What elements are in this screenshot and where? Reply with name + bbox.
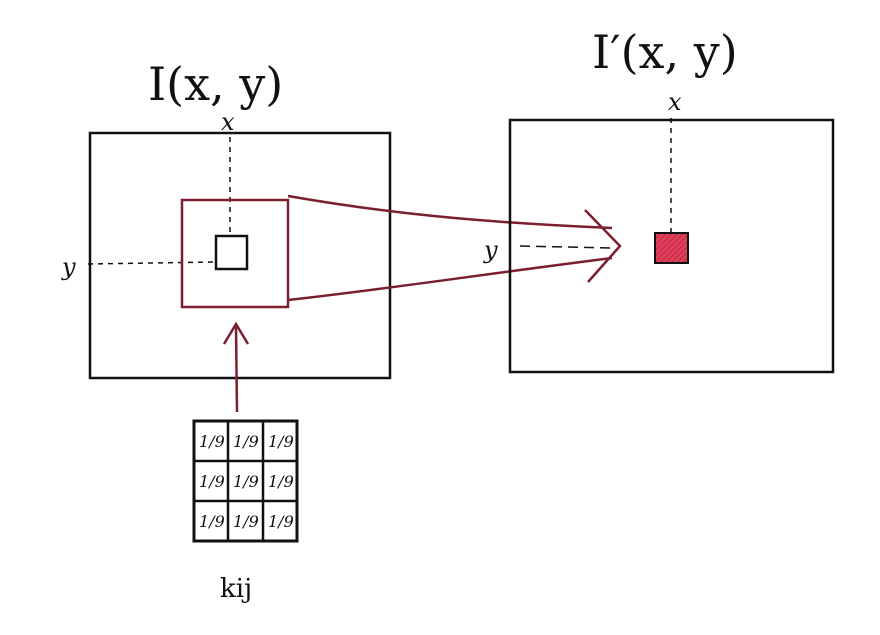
kernel-cell: 1/9 xyxy=(199,512,225,531)
output-pixel xyxy=(654,232,689,264)
kernel-cell: 1/9 xyxy=(199,432,225,451)
input-image-title: I(x, y) xyxy=(148,57,283,111)
input-y-guide-line xyxy=(87,261,216,265)
input-y-axis-label: y xyxy=(61,253,76,281)
input-x-axis-label: x xyxy=(221,108,235,136)
kernel-cell: 1/9 xyxy=(233,432,259,451)
kernel-window xyxy=(180,198,290,309)
kernel-cell: 1/9 xyxy=(199,472,225,491)
arrow-head xyxy=(584,209,622,283)
kernel-arrow xyxy=(222,321,250,413)
kernel-grid: 1/9 1/9 1/9 1/9 1/9 1/9 1/9 1/9 1/9 xyxy=(192,419,299,543)
kernel-cell: 1/9 xyxy=(268,472,294,491)
kernel-cell: 1/9 xyxy=(268,512,294,531)
kernel-grid-border xyxy=(192,419,299,543)
kernel-arrow-head xyxy=(222,321,250,345)
output-x-axis-label: x xyxy=(668,88,682,116)
kernel-cell: 1/9 xyxy=(233,512,259,531)
output-image-title: I′(x, y) xyxy=(592,25,738,79)
kernel-label: kij xyxy=(220,574,252,604)
kernel-cell: 1/9 xyxy=(268,432,294,451)
output-y-guide-line xyxy=(519,245,613,249)
output-image-panel: I′(x, y) x y xyxy=(483,25,835,374)
input-image-frame xyxy=(88,131,392,380)
mapping-arrow xyxy=(287,194,622,302)
input-center-pixel xyxy=(214,234,249,271)
kernel-cell: 1/9 xyxy=(233,472,259,491)
input-image-panel: I(x, y) x y xyxy=(61,57,392,380)
output-y-axis-label: y xyxy=(483,236,498,264)
